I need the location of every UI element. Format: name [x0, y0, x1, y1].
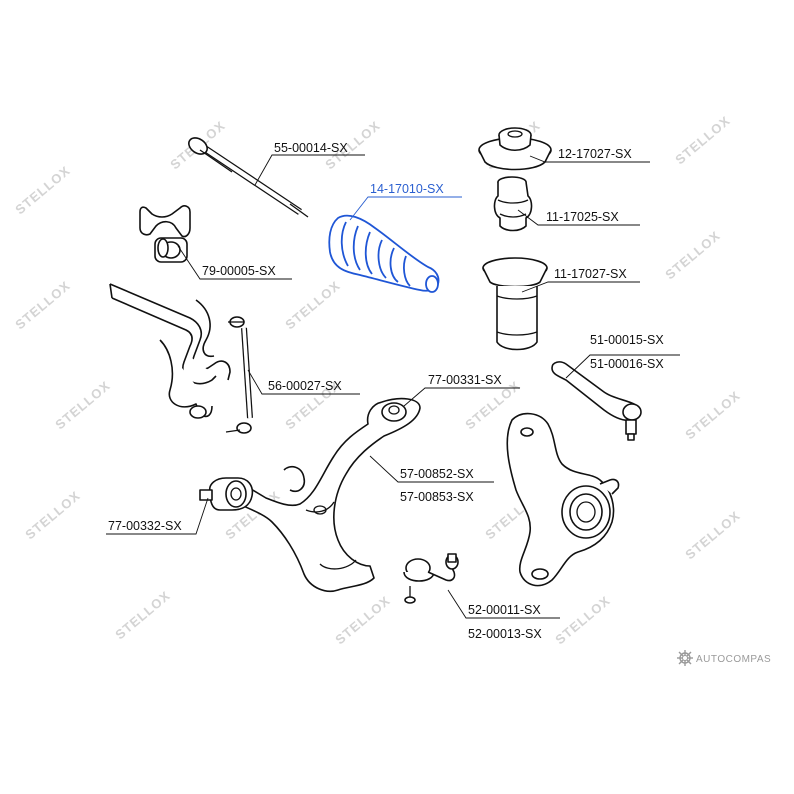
- strut-mount[interactable]: [478, 127, 552, 171]
- arm-bushing-front[interactable]: [199, 477, 254, 511]
- label-56-00027-SX[interactable]: 56-00027-SX: [268, 379, 342, 393]
- watermark: STELLOX: [112, 588, 173, 643]
- label-52-00013-SX[interactable]: 52-00013-SX: [468, 627, 542, 641]
- stabilizer-bar[interactable]: [109, 283, 231, 419]
- watermark: STELLOX: [282, 278, 343, 333]
- stabilizer-bushing[interactable]: [139, 205, 191, 263]
- dust-boot[interactable]: [482, 257, 548, 351]
- control-arm[interactable]: [230, 397, 421, 592]
- leader-lines: [106, 154, 680, 619]
- watermark: STELLOX: [552, 593, 613, 648]
- bump-stop[interactable]: [493, 176, 533, 232]
- label-51-00016-SX[interactable]: 51-00016-SX: [590, 357, 664, 371]
- label-77-00332-SX[interactable]: 77-00332-SX: [108, 519, 182, 533]
- watermark: STELLOX: [662, 228, 723, 283]
- brand-text: AUTOCOMPAS: [696, 654, 771, 665]
- label-77-00331-SX[interactable]: 77-00331-SX: [428, 373, 502, 387]
- watermark: STELLOX: [12, 163, 73, 218]
- ball-joint[interactable]: [403, 553, 459, 604]
- watermark: STELLOX: [332, 593, 393, 648]
- label-57-00852-SX[interactable]: 57-00852-SX: [400, 467, 474, 481]
- label-14-17010-SX[interactable]: 14-17010-SX: [370, 182, 444, 196]
- label-12-17027-SX[interactable]: 12-17027-SX: [558, 147, 632, 161]
- watermark: STELLOX: [22, 488, 83, 543]
- label-57-00853-SX[interactable]: 57-00853-SX: [400, 490, 474, 504]
- watermark: STELLOX: [682, 388, 743, 443]
- watermark: STELLOX: [12, 278, 73, 333]
- watermark: STELLOX: [682, 508, 743, 563]
- part-labels: 55-00014-SX 14-17010-SX 12-17027-SX 11-1…: [108, 141, 664, 641]
- label-52-00011-SX[interactable]: 52-00011-SX: [468, 603, 541, 617]
- watermark: STELLOX: [52, 378, 113, 433]
- tie-rod-end[interactable]: [551, 361, 642, 441]
- watermark: STELLOX: [672, 113, 733, 168]
- label-51-00015-SX[interactable]: 51-00015-SX: [590, 333, 664, 347]
- label-11-17027-SX[interactable]: 11-17027-SX: [554, 267, 627, 281]
- label-55-00014-SX[interactable]: 55-00014-SX: [274, 141, 348, 155]
- brand-mark: AUTOCOMPAS: [677, 650, 771, 666]
- rack-boot[interactable]: [328, 214, 440, 293]
- tie-rod[interactable]: [186, 135, 309, 218]
- stabilizer-link[interactable]: [225, 316, 253, 434]
- gear-icon: [677, 650, 693, 666]
- steering-knuckle[interactable]: [506, 412, 620, 587]
- label-79-00005-SX[interactable]: 79-00005-SX: [202, 264, 276, 278]
- label-11-17025-SX[interactable]: 11-17025-SX: [546, 210, 619, 224]
